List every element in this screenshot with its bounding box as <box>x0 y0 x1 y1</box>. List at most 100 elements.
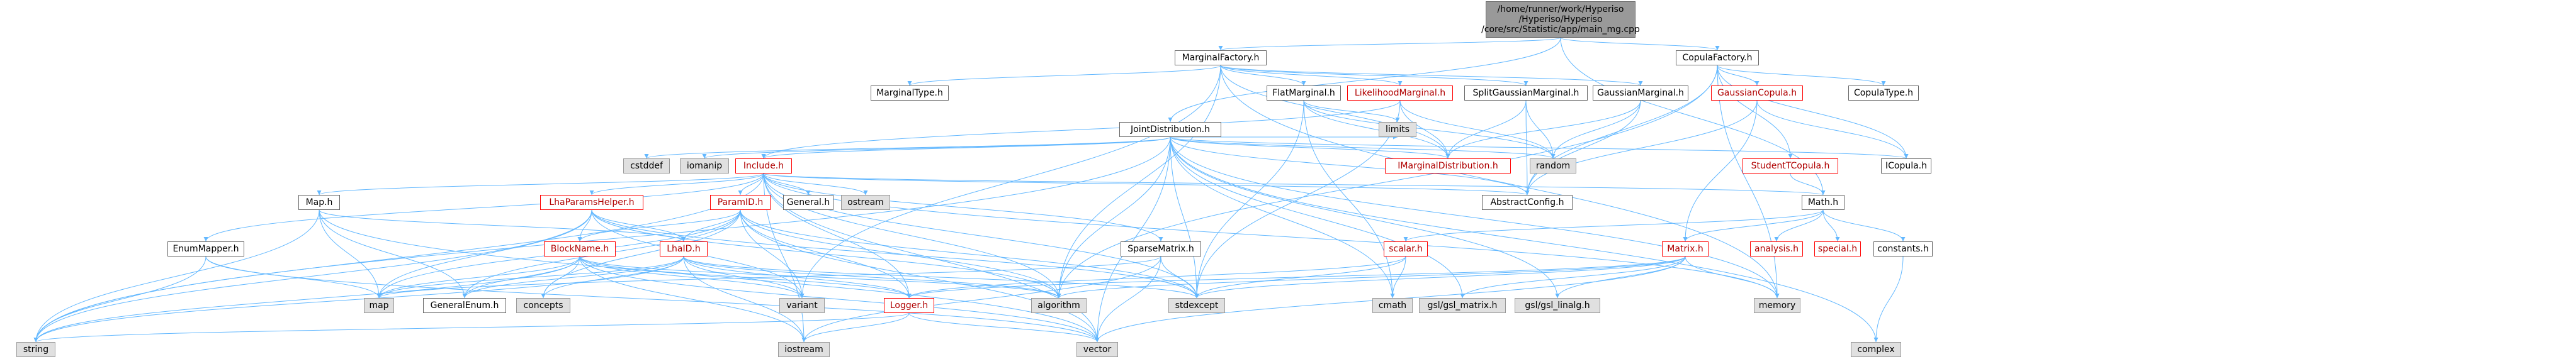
edge-JointDistribution-gsl_matrix <box>1170 136 1465 299</box>
node-gsl-matrix[interactable]: gsl/gsl_matrix.h <box>1419 298 1506 313</box>
edge-root-JointDistribution <box>1168 37 1561 123</box>
node-vector[interactable]: vector <box>1076 342 1118 357</box>
node-gaussian-marginal[interactable]: GaussianMarginal.h <box>1593 85 1688 101</box>
node-analysis[interactable]: analysis.h <box>1750 241 1803 256</box>
edge-Include-memory <box>763 173 1780 299</box>
edge-Logger-vector <box>908 312 1100 343</box>
edge-Include-ostream <box>763 173 868 196</box>
node-general[interactable]: General.h <box>783 195 833 210</box>
edge-Include-string <box>33 173 764 343</box>
node-scalar[interactable]: scalar.h <box>1384 241 1428 256</box>
edge-MapH-map <box>319 209 381 299</box>
node-likelihood-marginal[interactable]: LikelihoodMarginal.h <box>1347 85 1453 101</box>
edge-JointDistribution-cmath <box>1170 136 1395 299</box>
node-marginal-type[interactable]: MarginalType.h <box>871 85 949 101</box>
edge-Include-MapH <box>317 173 764 196</box>
node-lha-params-helper[interactable]: LhaParamsHelper.h <box>540 195 643 210</box>
node-memory[interactable]: memory <box>1754 298 1800 313</box>
node-logger[interactable]: Logger.h <box>884 298 934 313</box>
edge-ParamID-Logger <box>740 209 912 299</box>
node-enum-mapper[interactable]: EnumMapper.h <box>167 241 244 256</box>
node-lha-id[interactable]: LhaID.h <box>660 241 708 256</box>
edge-SparseMatrix-iostream <box>801 256 1161 343</box>
node-math[interactable]: Math.h <box>1802 195 1844 210</box>
edge-CopulaFactory-algorithm <box>1056 65 1718 299</box>
node-concepts[interactable]: concepts <box>516 298 570 313</box>
edge-LhaParamsHelper-map <box>376 209 592 299</box>
edge-LhaParamsHelper-LhaID <box>591 209 686 242</box>
edge-LhaID-iostream <box>683 256 806 343</box>
node-cstddef[interactable]: cstddef <box>623 158 670 174</box>
node-matrix[interactable]: Matrix.h <box>1662 241 1709 256</box>
node-copula-factory[interactable]: CopulaFactory.h <box>1676 50 1759 65</box>
node-block-name[interactable]: BlockName.h <box>544 241 616 256</box>
edge-Math-analysis <box>1774 209 1824 242</box>
edge-LikelihoodMarginal-IMarginalDistribution <box>1399 100 1450 159</box>
node-cmath[interactable]: cmath <box>1372 298 1413 313</box>
node-iostream[interactable]: iostream <box>778 342 830 357</box>
edge-CopulaFactory-AbstractConfig <box>1525 65 1718 196</box>
node-include[interactable]: Include.h <box>735 158 792 174</box>
edge-JointDistribution-IMarginalDistribution <box>1170 136 1450 159</box>
node-special[interactable]: special.h <box>1814 241 1861 256</box>
node-general-enum[interactable]: GeneralEnum.h <box>423 298 506 313</box>
edge-FlatMarginal-limits <box>1303 100 1400 123</box>
edge-JointDistribution-cstddef <box>644 136 1171 159</box>
node-param-id[interactable]: ParamID.h <box>710 195 771 210</box>
edge-MarginalFactory-memory <box>1220 65 1780 299</box>
edge-JointDistribution-ICopula <box>1170 136 1909 159</box>
node-variant[interactable]: variant <box>779 298 825 313</box>
edge-Math-Matrix <box>1683 209 1824 242</box>
node-gsl-linalg[interactable]: gsl/gsl_linalg.h <box>1515 298 1600 313</box>
edge-MarginalFactory-GaussianMarginal <box>1220 65 1643 86</box>
node-iomanip[interactable]: iomanip <box>680 158 729 174</box>
edge-root-CopulaFactory <box>1560 37 1720 51</box>
edge-Math-constants <box>1822 209 1906 242</box>
edge-ParamID-vector <box>740 209 1100 343</box>
edge-CopulaFactory-GaussianCopula <box>1717 65 1760 86</box>
edge-Include-stdexcept <box>763 173 1199 299</box>
node-string[interactable]: string <box>16 342 55 357</box>
node-marginal-factory[interactable]: MarginalFactory.h <box>1175 50 1267 65</box>
edge-MapH-vector <box>319 209 1100 343</box>
node-map[interactable]: map <box>364 298 394 313</box>
node-imarginal-distribution[interactable]: IMarginalDistribution.h <box>1385 158 1511 174</box>
edge-LhaID-variant <box>683 256 805 299</box>
node-gaussian-copula[interactable]: GaussianCopula.h <box>1711 85 1803 101</box>
edge-LhaID-GeneralEnum <box>462 256 684 299</box>
edge-Include-Logger <box>763 173 912 299</box>
node-stdexcept[interactable]: stdexcept <box>1168 298 1225 313</box>
node-complex[interactable]: complex <box>1851 342 1901 357</box>
node-limits[interactable]: limits <box>1379 122 1416 137</box>
edge-ParamID-LhaID <box>681 209 741 242</box>
edge-MarginalFactory-IMarginalDistribution <box>1220 65 1450 159</box>
node-ostream[interactable]: ostream <box>841 195 890 210</box>
node-random[interactable]: random <box>1530 158 1576 174</box>
node-main-mg-cpp[interactable]: /home/runner/work/Hyperiso /Hyperiso/Hyp… <box>1481 1 1640 38</box>
node-split-gaussian-marginal[interactable]: SplitGaussianMarginal.h <box>1464 85 1588 101</box>
edge-Include-AbstractConfig <box>763 173 1529 196</box>
edge-LhaID-algorithm <box>683 256 1061 299</box>
node-map-h[interactable]: Map.h <box>298 195 340 210</box>
node-joint-distribution[interactable]: JointDistribution.h <box>1119 122 1221 137</box>
node-student-t-copula[interactable]: StudentTCopula.h <box>1743 158 1838 174</box>
node-copula-type[interactable]: CopulaType.h <box>1848 85 1919 101</box>
edge-GaussianCopula-AbstractConfig <box>1525 100 1758 196</box>
node-algorithm[interactable]: algorithm <box>1031 298 1087 313</box>
edge-GaussianCopula-Matrix <box>1683 100 1758 242</box>
node-constants[interactable]: constants.h <box>1873 241 1933 256</box>
edge-ParamID-algorithm <box>740 209 1061 299</box>
edge-LikelihoodMarginal-random <box>1399 100 1556 159</box>
edge-MapH-LhaID <box>319 209 686 242</box>
node-icopula[interactable]: ICopula.h <box>1881 158 1931 174</box>
edge-scalar-Logger <box>907 256 1406 299</box>
node-flat-marginal[interactable]: FlatMarginal.h <box>1267 85 1341 101</box>
node-abstract-config[interactable]: AbstractConfig.h <box>1482 195 1573 210</box>
edge-MarginalFactory-MarginalType <box>907 65 1221 86</box>
edge-Include-SparseMatrix <box>763 173 1163 242</box>
edge-CopulaFactory-StudentTCopula <box>1717 65 1793 159</box>
edge-SparseMatrix-map <box>376 256 1161 299</box>
edge-LhaID-string <box>33 256 684 343</box>
node-sparse-matrix[interactable]: SparseMatrix.h <box>1121 241 1201 256</box>
edge-BlockName-concepts <box>541 256 580 299</box>
